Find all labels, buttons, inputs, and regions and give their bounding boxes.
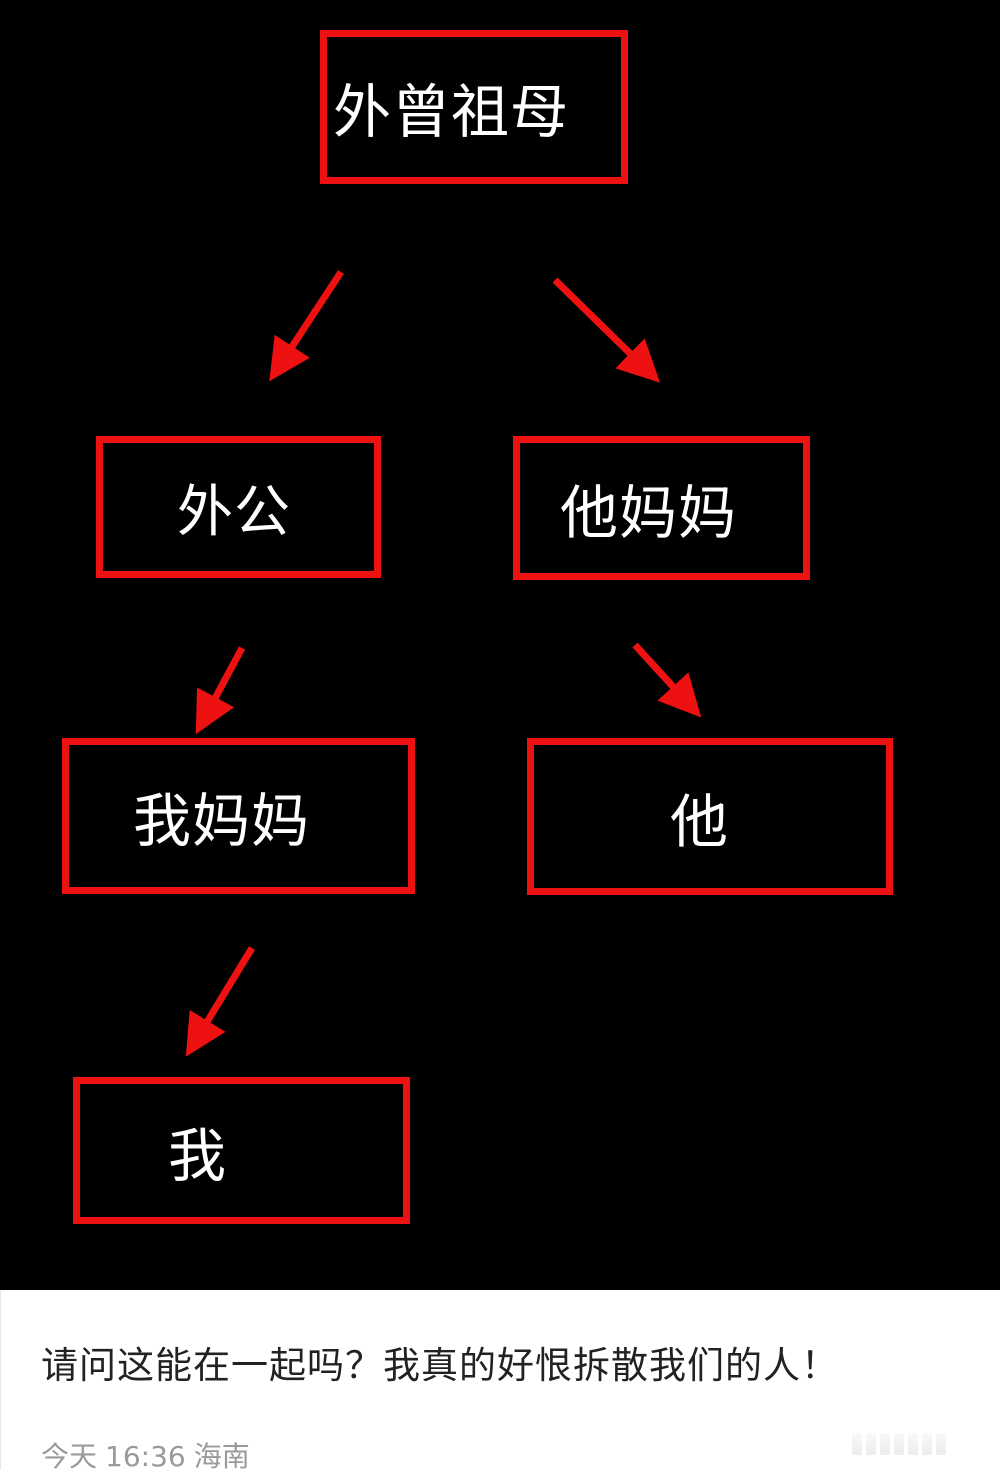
post-date: 今天 [41,1440,98,1473]
node-great-grandmother: 外曾祖母 [320,30,628,184]
arrow-great-grandmother-to-grandpa [269,270,344,382]
node-grandpa: 外公 [96,436,381,578]
node-label: 他 [670,787,730,856]
watermark-icon [852,1430,992,1458]
node-me: 我 [73,1077,410,1224]
arrow-great-grandmother-to-his-mom [552,277,661,383]
node-label: 他妈妈 [560,479,738,547]
post-time: 16:36 [105,1440,186,1473]
node-my-mom: 我妈妈 [62,738,415,894]
post-text: 请问这能在一起吗？我真的好恨拆散我们的人！ [41,1344,839,1387]
node-label: 我 [168,1121,228,1190]
post-location: 海南 [193,1440,250,1473]
arrow-his-mom-to-him [632,642,702,718]
node-label: 外公 [177,479,291,545]
node-him: 他 [527,738,893,895]
arrow-my-mom-to-me [185,946,255,1057]
family-tree-diagram: 外曾祖母 外公 他妈妈 我妈妈 他 我 [0,0,1000,1290]
arrows-layer [185,270,702,1057]
node-his-mom: 他妈妈 [513,436,810,580]
arrow-grandpa-to-my-mom [195,646,246,735]
node-label: 外曾祖母 [333,78,570,146]
node-label: 我妈妈 [133,787,311,855]
